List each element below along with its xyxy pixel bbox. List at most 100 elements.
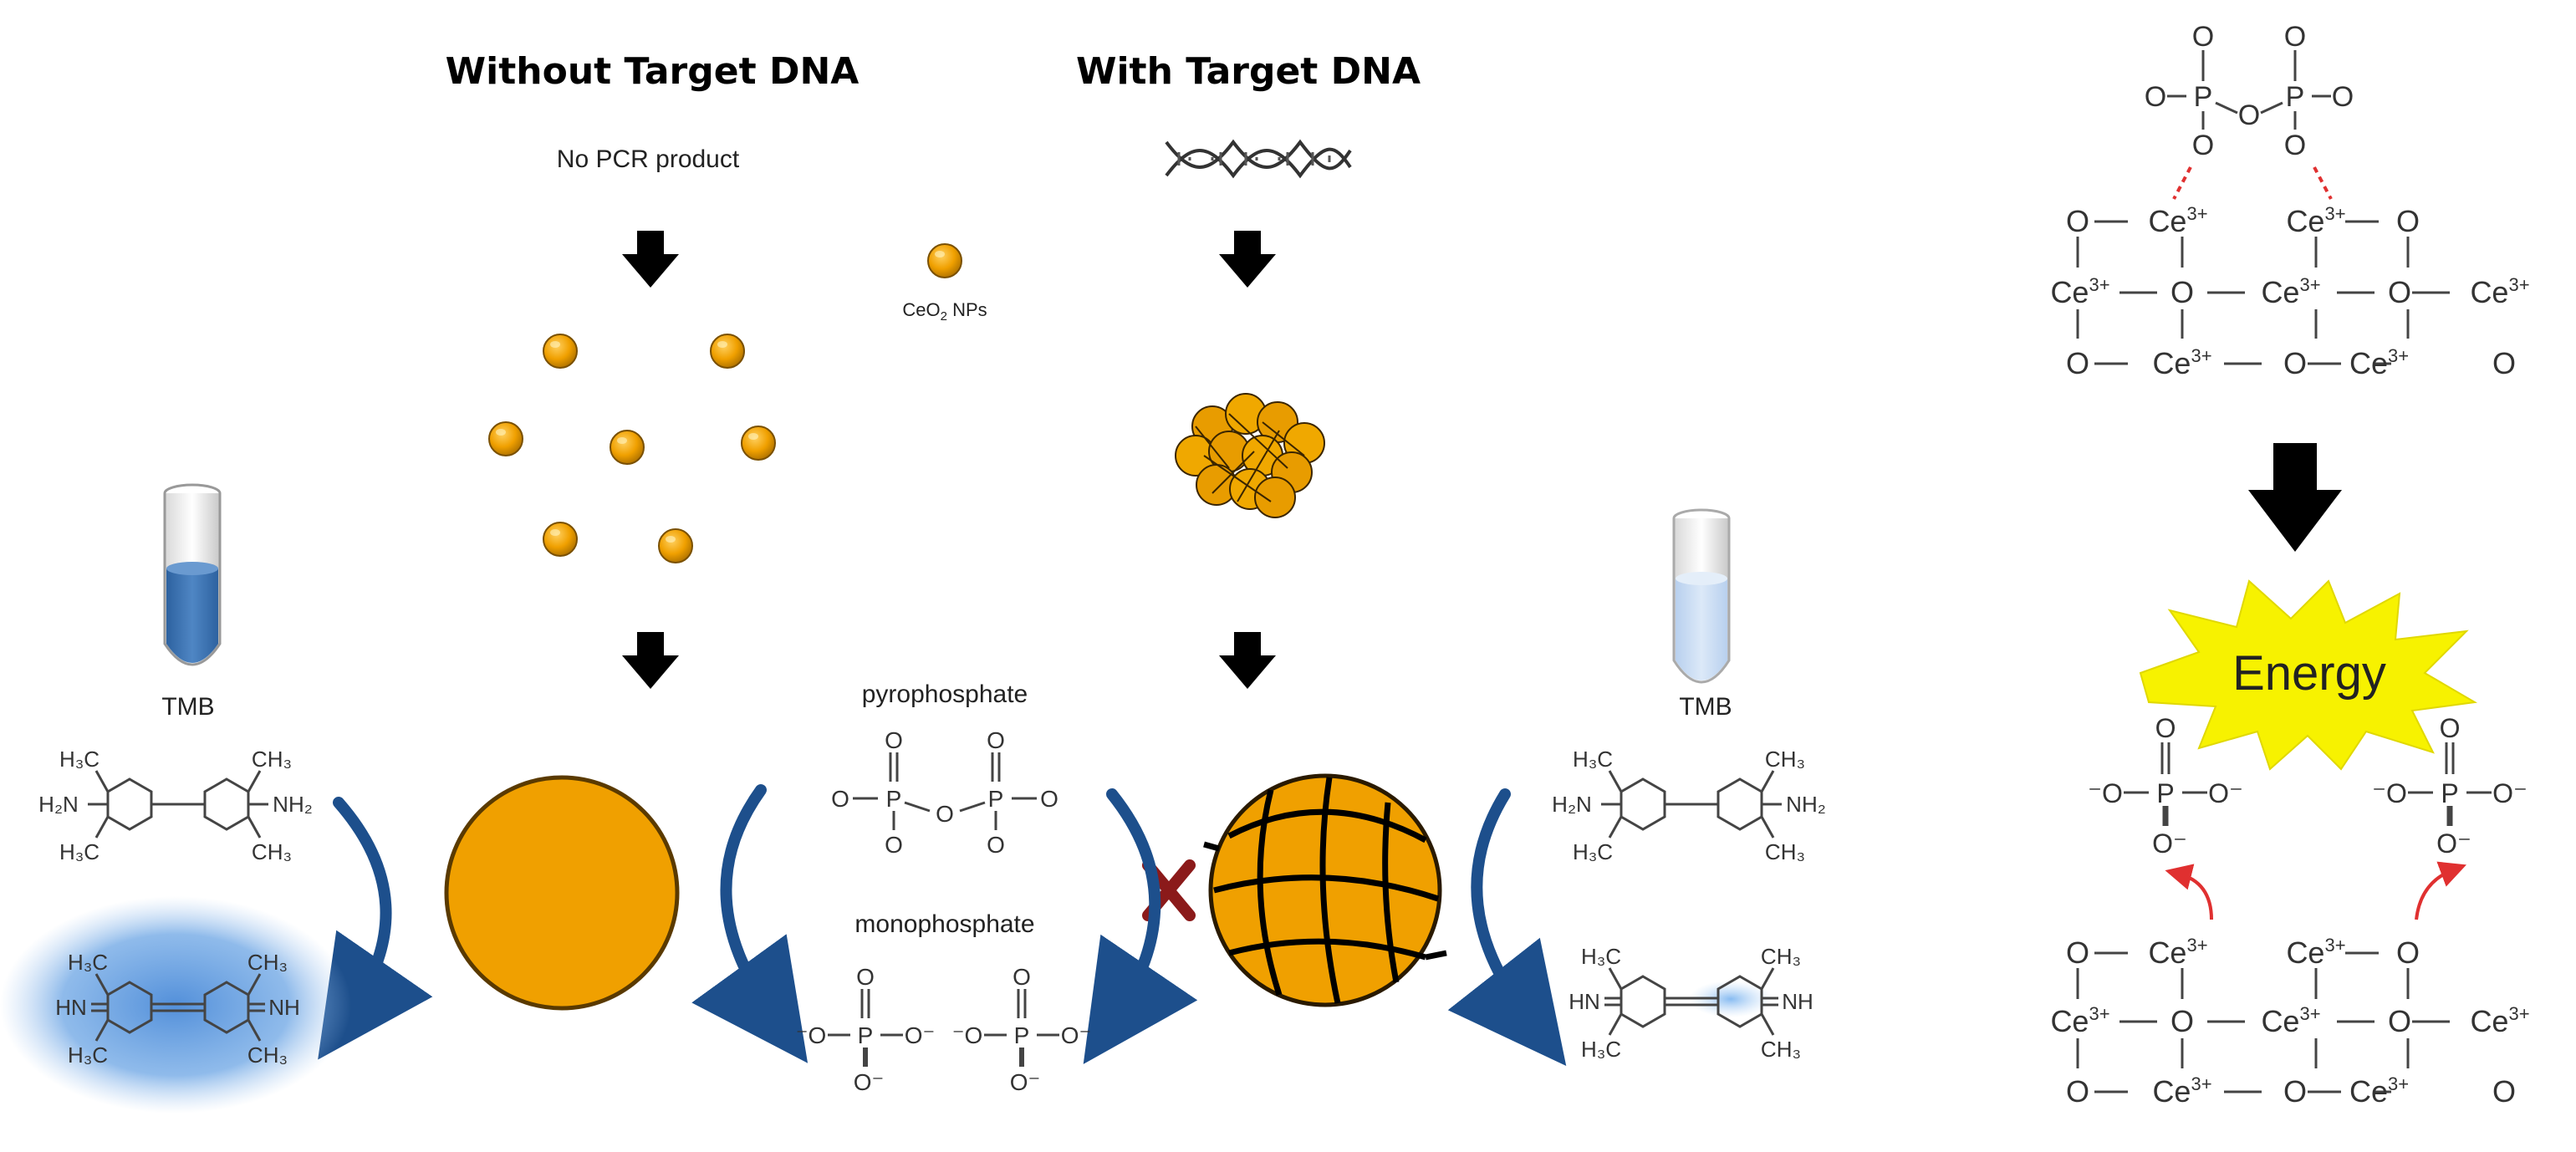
curved-arrows — [318, 784, 1567, 1067]
curved-arrow-right — [1447, 788, 1567, 1067]
svg-text:CH₃: CH₃ — [1761, 1037, 1801, 1062]
svg-text:⁻O: ⁻O — [796, 1022, 827, 1048]
svg-text:P: P — [2194, 81, 2213, 113]
svg-text:⁻O: ⁻O — [2088, 778, 2123, 808]
pyrophosphate-label: pyrophosphate — [862, 680, 1028, 708]
svg-text:O: O — [2066, 204, 2089, 238]
svg-text:Ce3+: Ce3+ — [2152, 345, 2211, 380]
svg-text:O: O — [2332, 81, 2354, 113]
ceo2-nanoparticle-dna-wrapped — [1203, 773, 1447, 1007]
svg-text:O: O — [987, 832, 1005, 858]
svg-text:HN: HN — [55, 995, 87, 1020]
ceria-lattice-top: O Ce3+ Ce3+ O Ce3+ O Ce3+ O Ce3+ O Ce3+ … — [2050, 203, 2529, 380]
down-arrow-icon — [622, 632, 679, 689]
down-arrow-icon — [622, 231, 679, 288]
heading-without-target: Without Target DNA — [446, 50, 860, 93]
svg-text:Ce3+: Ce3+ — [2152, 1073, 2211, 1109]
svg-text:O: O — [2066, 346, 2089, 380]
svg-text:H₂N: H₂N — [38, 792, 79, 817]
svg-text:O⁻: O⁻ — [2152, 828, 2187, 859]
svg-text:Ce3+: Ce3+ — [2050, 1003, 2109, 1038]
svg-text:P: P — [1014, 1022, 1030, 1048]
svg-text:⁻O: ⁻O — [952, 1022, 983, 1048]
monophosphate-structure-1: O P ⁻O O⁻ O⁻ — [796, 964, 936, 1095]
coordination-dashes — [2172, 166, 2333, 200]
test-tube-dark-blue — [163, 483, 222, 666]
svg-text:O⁻: O⁻ — [854, 1069, 885, 1095]
svg-text:Ce3+: Ce3+ — [2050, 274, 2109, 309]
svg-text:O: O — [2440, 713, 2461, 743]
dispersed-nanoparticles — [488, 334, 776, 563]
svg-text:P: P — [858, 1022, 874, 1048]
mechanism-monophosphate-left: O P ⁻O O⁻ O⁻ — [2088, 713, 2243, 859]
svg-text:Ce3+: Ce3+ — [2261, 1003, 2320, 1038]
ceo2-nanoparticle-large — [444, 775, 680, 1011]
monophosphate-structure-2: O P ⁻O O⁻ O⁻ — [952, 964, 1092, 1095]
curved-arrow-left — [318, 797, 433, 1060]
svg-text:O: O — [856, 964, 875, 990]
svg-text:O: O — [1013, 964, 1031, 990]
svg-text:Ce3+: Ce3+ — [2286, 203, 2345, 238]
monophosphate-label: monophosphate — [854, 910, 1034, 938]
svg-text:O: O — [2066, 1074, 2089, 1109]
svg-text:O: O — [2492, 1074, 2516, 1109]
svg-text:P: P — [2441, 778, 2458, 808]
svg-text:O: O — [936, 801, 954, 827]
svg-text:P: P — [2156, 778, 2174, 808]
oxidized-tmb-glow-weak — [1689, 981, 1773, 1017]
ceo2-np-label: CeO2 NPs — [902, 299, 987, 324]
no-pcr-label: No PCR product — [557, 145, 740, 173]
svg-text:O: O — [2396, 935, 2420, 970]
svg-text:O: O — [885, 832, 903, 858]
svg-text:⁻O: ⁻O — [2372, 778, 2407, 808]
svg-text:H₃C: H₃C — [1573, 839, 1613, 864]
dna-helix-icon — [1165, 139, 1352, 179]
svg-text:CH₃: CH₃ — [247, 950, 288, 975]
tmb-label-right: TMB — [1679, 693, 1732, 721]
heading-with-target: With Target DNA — [1076, 50, 1421, 93]
tmb-structure-right: H₃C H₂N H₃C CH₃ NH₂ CH₃ — [1552, 747, 1826, 864]
tmb-label-left: TMB — [161, 693, 214, 721]
svg-text:O⁻: O⁻ — [2208, 778, 2243, 808]
svg-text:CH₃: CH₃ — [252, 839, 292, 864]
svg-text:P: P — [2286, 81, 2305, 113]
svg-text:O⁻: O⁻ — [2492, 778, 2528, 808]
svg-text:O: O — [2192, 21, 2214, 53]
svg-text:H₃C: H₃C — [1581, 1037, 1621, 1062]
svg-text:O⁻: O⁻ — [1010, 1069, 1041, 1095]
svg-text:O: O — [2284, 130, 2306, 161]
svg-text:NH: NH — [1782, 989, 1813, 1014]
svg-text:O: O — [2388, 1004, 2411, 1038]
svg-text:CH₃: CH₃ — [252, 747, 292, 772]
test-tube-pale-blue — [1672, 508, 1731, 684]
curved-arrow-center-right — [1083, 788, 1198, 1064]
svg-text:Ce3+: Ce3+ — [2470, 274, 2529, 309]
down-arrow-icon — [1219, 632, 1276, 689]
svg-text:O: O — [2492, 346, 2516, 380]
svg-text:O⁻: O⁻ — [1061, 1022, 1092, 1048]
svg-text:CH₃: CH₃ — [1761, 944, 1801, 969]
svg-text:O: O — [2155, 713, 2176, 743]
mechanism-monophosphate-right: O P ⁻O O⁻ O⁻ — [2372, 713, 2528, 859]
oxidized-tmb-structure-left: H₃C HN H₃C CH₃ NH CH₃ — [55, 950, 300, 1068]
svg-text:H₃C: H₃C — [1581, 944, 1621, 969]
pyrophosphate-structure: O P O O O O P O O — [831, 727, 1058, 858]
oxidized-tmb-structure-right: H₃C HN H₃C CH₃ NH CH₃ — [1569, 944, 1813, 1062]
svg-text:O: O — [2170, 1004, 2194, 1038]
svg-text:H₃C: H₃C — [68, 950, 108, 975]
svg-text:H₃C: H₃C — [59, 839, 99, 864]
down-arrow-icon — [1219, 231, 1276, 288]
svg-text:O: O — [2170, 275, 2194, 309]
svg-text:CH₃: CH₃ — [1765, 747, 1805, 772]
svg-text:O: O — [2284, 21, 2306, 53]
svg-text:H₂N: H₂N — [1552, 792, 1592, 817]
down-arrow-icon — [2248, 443, 2342, 552]
svg-text:Ce3+: Ce3+ — [2470, 1003, 2529, 1038]
svg-text:NH₂: NH₂ — [1786, 792, 1826, 817]
svg-text:CH₃: CH₃ — [1765, 839, 1805, 864]
svg-text:H₃C: H₃C — [59, 747, 99, 772]
ceria-lattice-bottom: O Ce3+ Ce3+ O Ce3+ O Ce3+ O Ce3+ O Ce3+ … — [2050, 935, 2529, 1109]
svg-text:O: O — [987, 727, 1005, 753]
svg-text:Ce3+: Ce3+ — [2148, 203, 2207, 238]
